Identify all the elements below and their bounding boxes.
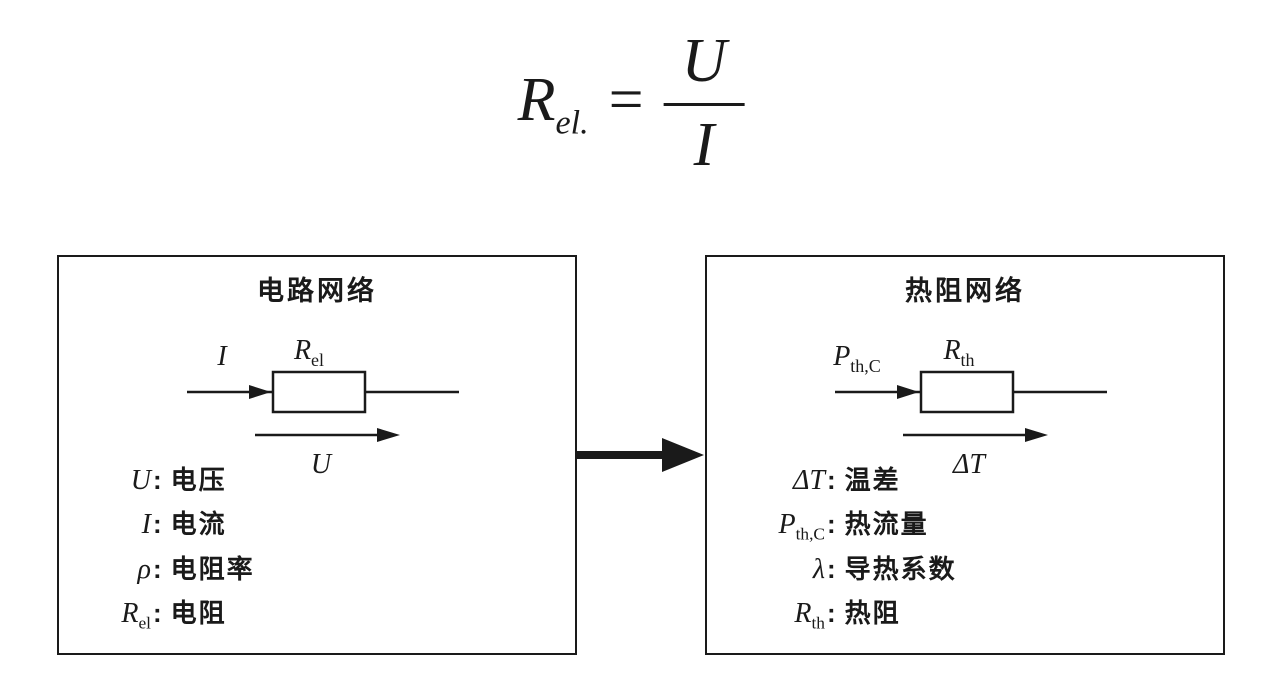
formula-lhs-base: R <box>517 65 556 134</box>
legend-colon: : <box>827 598 836 629</box>
thermal-network-title: 热阻网络 <box>905 276 1025 306</box>
legend-description: 温差 <box>844 464 901 495</box>
legend-item-heatflow: Pth,C : 热流量 <box>719 507 957 552</box>
legend-description: 电流 <box>170 509 227 540</box>
legend-symbol: ρ <box>137 553 151 585</box>
legend-description: 电阻 <box>170 598 227 629</box>
legend-colon: : <box>153 598 162 629</box>
thermal-resistor-label-sub: th <box>961 350 975 370</box>
electrical-network-title: 电路网络 <box>257 276 377 306</box>
legend-description: 电压 <box>170 464 227 495</box>
legend-item-current: I : 电流 <box>71 507 255 552</box>
legend-symbol: λ <box>812 553 825 585</box>
legend-symbol: U <box>130 464 151 496</box>
legend-colon: : <box>153 509 162 540</box>
thermal-circuit-diagram: Pth,C Rth ΔT <box>832 335 1107 480</box>
legend-description: 热流量 <box>844 509 929 540</box>
resistor-label-sub: el <box>311 350 324 370</box>
legend-symbol: I <box>141 509 151 541</box>
thermal-resistor-label-base: R <box>942 335 960 366</box>
legend-colon: : <box>153 464 162 495</box>
thermal-resistor-symbol <box>919 370 1015 414</box>
electrical-network-box: 电路网络 I Rel U U : 电压 I : 电流 ρ <box>57 255 577 655</box>
voltage-arrowhead-icon <box>377 428 400 442</box>
legend-colon: : <box>153 553 162 584</box>
heatflow-label-sub: th,C <box>850 356 881 376</box>
formula-resistance-equation: Rel. = U I <box>518 26 745 181</box>
transform-arrow-icon <box>576 438 704 472</box>
legend-item-resistance: Rel : 电阻 <box>71 596 255 641</box>
resistor-label-base: R <box>293 335 311 366</box>
legend-description: 电阻率 <box>170 553 255 584</box>
legend-colon: : <box>827 509 836 540</box>
legend-symbol: Rel <box>121 598 151 633</box>
formula-numerator: U <box>663 26 745 106</box>
thermal-network-box: 热阻网络 Pth,C Rth ΔT ΔT : 温差 Pth,C : 热流量 <box>705 255 1225 655</box>
resistor-label: Rel <box>293 335 324 370</box>
resistor-symbol <box>271 370 367 414</box>
legend-symbol: Pth,C <box>778 509 825 544</box>
legend-item-conductivity: λ : 导热系数 <box>719 552 957 597</box>
thermal-resistor-label: Rth <box>942 335 974 370</box>
transform-arrow-shaft <box>576 451 664 459</box>
voltage-label: U <box>311 449 333 480</box>
electrical-circuit-diagram: I Rel U <box>187 335 459 480</box>
tempdiff-label: ΔT <box>952 449 987 480</box>
formula-lhs-subscript: el. <box>555 104 589 142</box>
formula-fraction: U I <box>663 26 745 181</box>
formula-lhs: Rel. <box>518 65 589 142</box>
legend-symbol: Rth <box>794 598 825 633</box>
legend-item-thermal-resistance: Rth : 热阻 <box>719 596 957 641</box>
formula-denominator: I <box>693 111 715 179</box>
transform-arrow-head <box>662 438 704 472</box>
current-arrowhead-icon <box>249 385 271 399</box>
legend-item-voltage: U : 电压 <box>71 463 255 508</box>
current-label: I <box>216 341 228 372</box>
equals-sign: = <box>608 66 644 134</box>
heatflow-arrowhead-icon <box>897 385 919 399</box>
legend-colon: : <box>827 553 836 584</box>
thermal-legend: ΔT : 温差 Pth,C : 热流量 λ : 导热系数 Rth : 热阻 <box>719 463 957 641</box>
legend-item-resistivity: ρ : 电阻率 <box>71 552 255 597</box>
tempdiff-arrowhead-icon <box>1025 428 1048 442</box>
heatflow-label-base: P <box>832 341 850 372</box>
heatflow-label: Pth,C <box>832 341 881 376</box>
electrical-legend: U : 电压 I : 电流 ρ : 电阻率 Rel : 电阻 <box>71 463 255 641</box>
legend-description: 热阻 <box>844 598 901 629</box>
legend-symbol: ΔT <box>792 464 825 496</box>
legend-item-tempdiff: ΔT : 温差 <box>719 463 957 508</box>
legend-colon: : <box>827 464 836 495</box>
legend-description: 导热系数 <box>844 553 957 584</box>
